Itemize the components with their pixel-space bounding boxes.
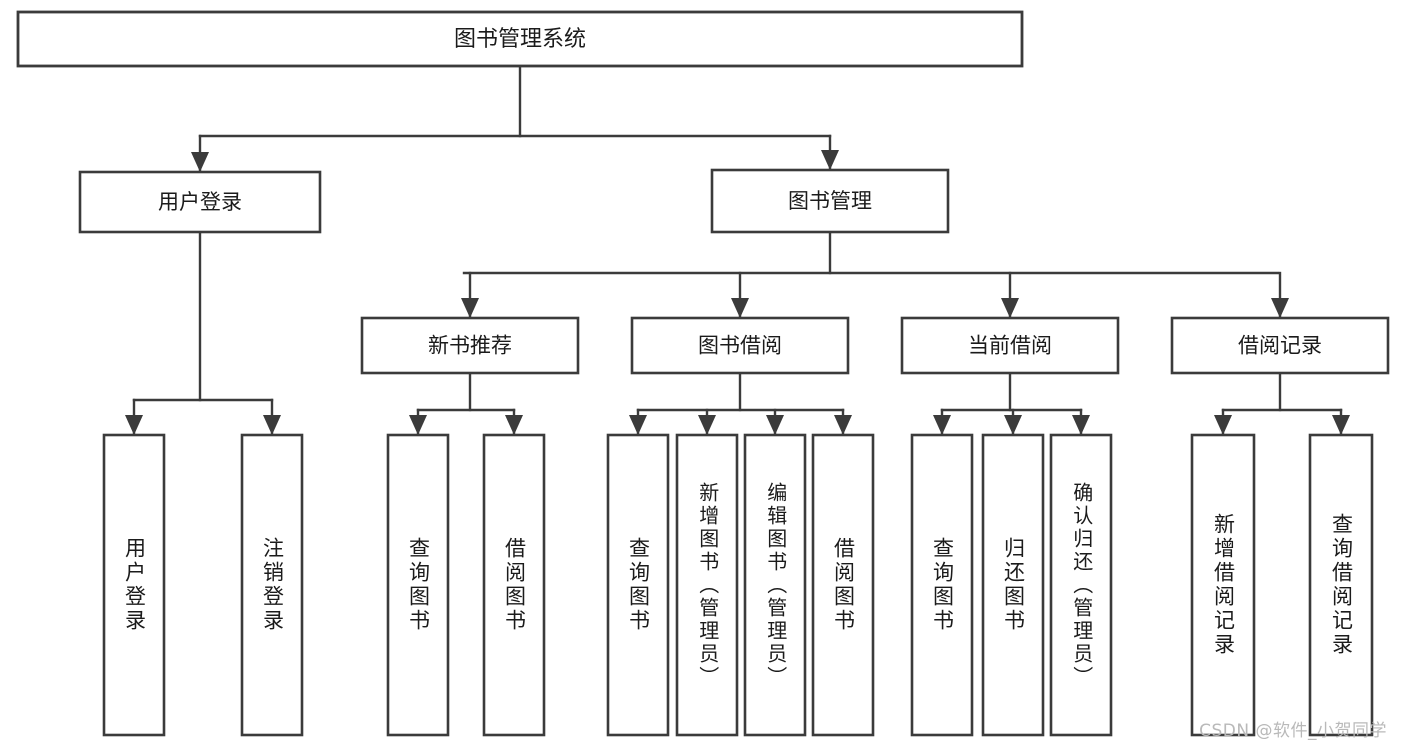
arrow-to-book-borrow (731, 298, 749, 318)
arrow-to-leaf-confirm-return-admin (1072, 415, 1090, 435)
node-box-leaf-query-book-current[interactable] (910, 433, 974, 737)
node-box-layer (16, 10, 1390, 737)
arrow-to-leaf-query-book-new (409, 415, 427, 435)
node-label-root: 图书管理系统 (454, 27, 586, 52)
arrow-to-leaf-return-book (1004, 415, 1022, 435)
node-box-leaf-query-book-new[interactable] (386, 433, 450, 737)
arrow-to-leaf-user-login (125, 415, 143, 435)
node-box-leaf-query-borrow-record[interactable] (1308, 433, 1374, 737)
arrow-to-leaf-user-logout (263, 415, 281, 435)
arrow-to-leaf-query-book-current (933, 415, 951, 435)
arrow-to-new-book-recommend (461, 298, 479, 318)
arrow-to-book-manage (821, 150, 839, 170)
arrow-to-current-borrow (1001, 298, 1019, 318)
node-box-leaf-add-borrow-record[interactable] (1190, 433, 1256, 737)
arrow-to-leaf-borrow-book-new (505, 415, 523, 435)
node-box-leaf-user-logout[interactable] (240, 433, 304, 737)
arrow-to-user-login (191, 152, 209, 172)
arrow-to-leaf-borrow-book (834, 415, 852, 435)
node-box-leaf-add-book-admin[interactable] (675, 433, 739, 737)
node-label-book-borrow: 图书借阅 (698, 334, 782, 358)
node-label-borrow-record: 借阅记录 (1238, 334, 1322, 358)
node-box-leaf-return-book[interactable] (981, 433, 1045, 737)
node-box-leaf-confirm-return-admin[interactable] (1049, 433, 1113, 737)
node-label-book-manage: 图书管理 (788, 189, 872, 213)
node-box-leaf-user-login[interactable] (102, 433, 166, 737)
node-box-current-borrow[interactable] (900, 316, 1120, 375)
arrow-to-leaf-edit-book-admin (766, 415, 784, 435)
connector-layer (125, 64, 1350, 437)
arrow-to-leaf-add-book-admin (698, 415, 716, 435)
arrow-to-leaf-query-book-borrow (629, 415, 647, 435)
node-box-leaf-query-book-borrow[interactable] (606, 433, 670, 737)
arrow-to-leaf-query-borrow-record (1332, 415, 1350, 435)
node-box-book-borrow[interactable] (630, 316, 850, 375)
csdn-watermark: CSDN @软件_小贺同学 (1199, 721, 1387, 741)
arrow-to-leaf-add-borrow-record (1214, 415, 1232, 435)
node-box-leaf-borrow-book-new[interactable] (482, 433, 546, 737)
node-box-root[interactable] (16, 10, 1024, 68)
node-box-leaf-edit-book-admin[interactable] (743, 433, 807, 737)
node-box-leaf-borrow-book[interactable] (811, 433, 875, 737)
node-box-book-manage[interactable] (710, 168, 950, 234)
node-label-new-book-recommend: 新书推荐 (428, 334, 512, 358)
node-box-new-book-recommend[interactable] (360, 316, 580, 375)
node-label-current-borrow: 当前借阅 (968, 334, 1052, 358)
node-label-user-login: 用户登录 (158, 190, 242, 214)
node-box-borrow-record[interactable] (1170, 316, 1390, 375)
node-box-user-login[interactable] (78, 170, 322, 234)
arrow-to-borrow-record (1271, 298, 1289, 318)
